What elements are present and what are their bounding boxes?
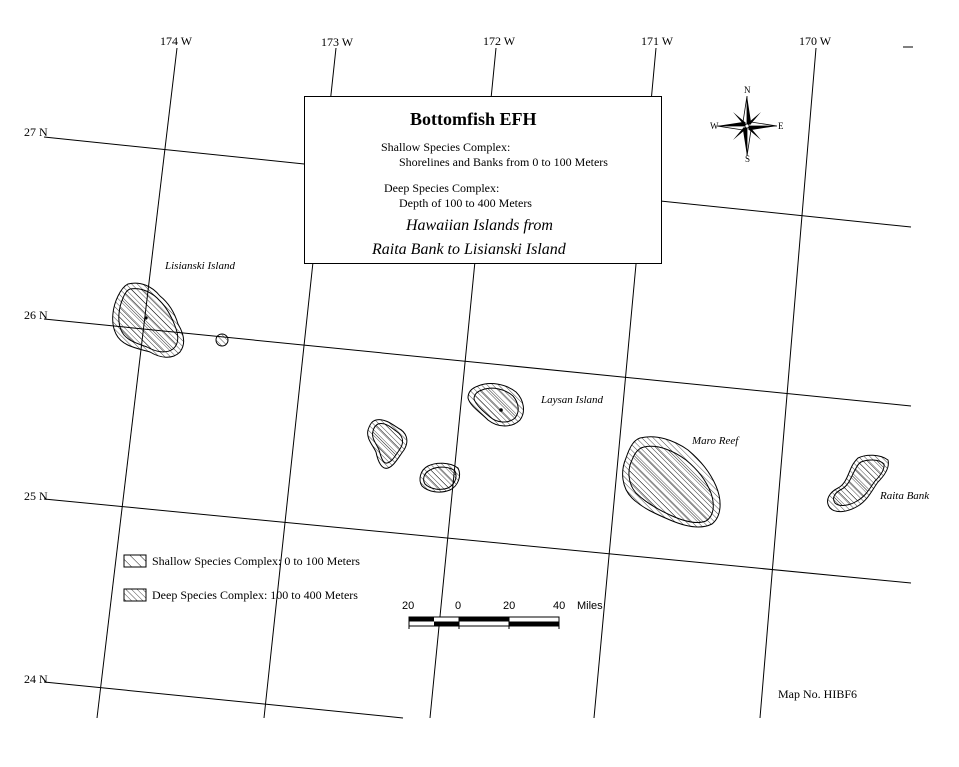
compass-west-label: W [710,121,719,131]
deep-detail: Depth of 100 to 400 Meters [399,196,532,210]
northhampton-banks [367,419,461,493]
map-title: Bottomfish EFH [410,109,537,129]
legend-shallow-swatch [123,554,147,568]
legend-deep-swatch [123,588,147,602]
small-bank-east-of-lisianski [215,333,229,347]
laysan-bank [467,383,524,427]
meridian-label-171w: 171 W [641,34,674,48]
maro-reef-label: Maro Reef [692,435,739,447]
parallel-label-26n: 26 N [24,308,48,322]
raita-bank-label: Raita Bank [880,490,930,502]
scale-unit-label: Miles [577,600,603,612]
region-line-1: Hawaiian Islands from [406,217,553,234]
scale-label-20: 20 [503,600,516,612]
compass-south-label: S [745,154,751,164]
bank-south-shallow [423,466,457,490]
deep-heading: Deep Species Complex: [384,181,500,195]
lisianski-shallow [118,288,179,353]
scale-label-0: 0 [455,600,462,612]
compass-east-label: E [778,121,784,131]
maro-shallow [628,445,714,524]
laysan-island-label: Laysan Island [541,394,604,406]
compass-rose [716,95,778,157]
meridian-label-172w: 172 W [483,34,516,48]
lisianski-island-label: Lisianski Island [165,260,235,272]
parallel-26n [43,318,912,407]
lisianski-island-dot [144,316,148,320]
parallel-label-27n: 27 N [24,125,48,139]
region-line-2: Raita Bank to Lisianski Island [372,241,566,258]
meridian-label-170w: 170 W [799,34,832,48]
meridian-170w [759,47,817,719]
maro-reef [622,436,721,528]
compass-north-label: N [744,85,751,95]
parallel-label-24n: 24 N [24,672,48,686]
raita-shallow [833,459,885,506]
legend-shallow-label: Shallow Species Complex: 0 to 100 Meters [152,554,360,568]
meridian-label-173w: 173 W [321,35,354,49]
parallel-25n [43,498,912,584]
scale-label-40: 40 [553,600,566,612]
laysan-island-dot [499,408,503,412]
map-number: Map No. HIBF6 [778,687,858,701]
lisianski-bank [112,282,229,358]
parallel-label-25n: 25 N [24,489,48,503]
raita-bank [827,454,889,513]
parallel-24n [43,681,404,719]
legend-deep-label: Deep Species Complex: 100 to 400 Meters [152,588,358,602]
bank-west-shallow [372,423,404,464]
shallow-detail: Shorelines and Banks from 0 to 100 Meter… [399,155,608,169]
map-title-box: Bottomfish EFH Shallow Species Complex: … [304,96,662,264]
shallow-heading: Shallow Species Complex: [381,140,511,154]
meridian-label-174w: 174 W [160,34,193,48]
scale-bar [408,616,560,629]
meridian-174w [96,47,178,719]
scale-label-20-left: 20 [402,600,415,612]
laysan-shallow [473,387,519,423]
